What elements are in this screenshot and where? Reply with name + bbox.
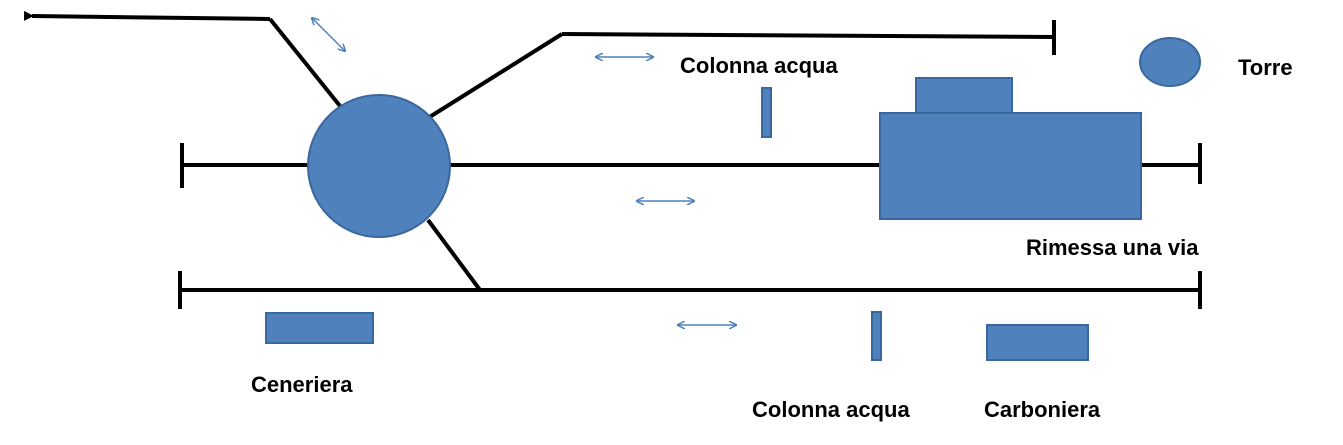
ash-pit [265,312,374,344]
exit-track [23,10,271,21]
movement-arrows [312,18,736,325]
double-arrow-icon [312,18,345,51]
upper-siding [561,32,1055,39]
tower [1139,37,1201,87]
coal-bunker [986,324,1089,361]
water-column-top-label: Colonna acqua [680,53,838,78]
water-column-bottom [871,311,882,361]
upper-siding-diagonal [426,32,564,120]
single-track-shed [879,112,1142,220]
tower-label: Torre [1238,55,1293,80]
ash-pit-label: Ceneriera [251,372,353,397]
exit-track-diagonal [268,17,342,108]
water-column-top [761,87,772,138]
coal-bunker-label: Carboniera [984,397,1101,422]
single-track-shed-label: Rimessa una via [1026,235,1199,260]
lower-track-diagonal [426,218,482,292]
structures [265,37,1201,361]
water-column-bottom-label: Colonna acqua [752,397,910,422]
shed-roof [915,77,1013,115]
turntable [307,94,451,238]
